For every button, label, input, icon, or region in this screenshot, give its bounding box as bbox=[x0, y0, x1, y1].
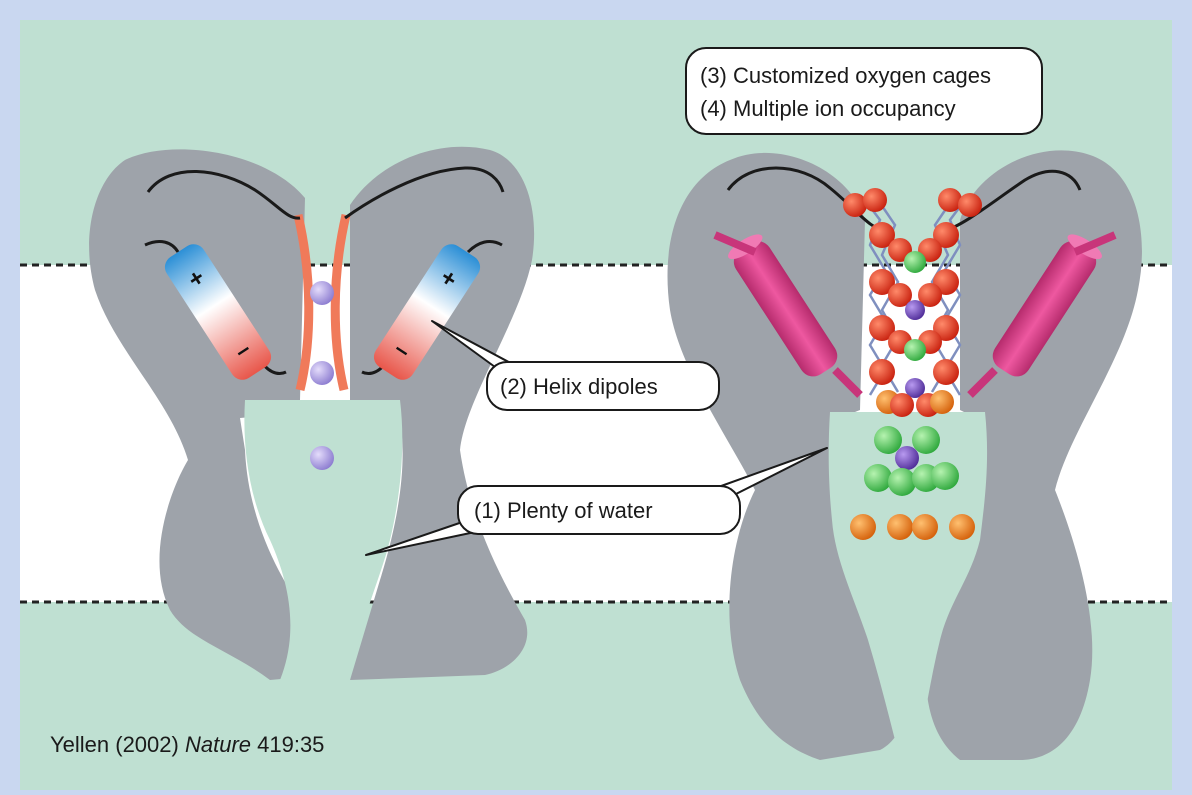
potassium-ion bbox=[905, 300, 925, 320]
water-oxygen-atom bbox=[904, 251, 926, 273]
citation-volume-page: 419:35 bbox=[251, 732, 324, 757]
carbonyl-oxygen-atom bbox=[850, 514, 876, 540]
callout-oxygen-cages: (3) Customized oxygen cages (4) Multiple… bbox=[686, 48, 1042, 134]
potassium-channel-diagram: + – + – bbox=[20, 20, 1172, 790]
oxygen-atom bbox=[890, 393, 914, 417]
callout-label: (1) Plenty of water bbox=[474, 498, 653, 523]
water-oxygen-atom bbox=[888, 468, 916, 496]
carbonyl-oxygen-atom bbox=[930, 390, 954, 414]
potassium-ion bbox=[310, 361, 334, 385]
oxygen-atom bbox=[933, 359, 959, 385]
citation-journal: Nature bbox=[185, 732, 251, 757]
carbonyl-oxygen-atom bbox=[912, 514, 938, 540]
water-oxygen-atom bbox=[912, 426, 940, 454]
oxygen-atom bbox=[863, 188, 887, 212]
water-oxygen-atom bbox=[874, 426, 902, 454]
figure-citation: Yellen (2002) Nature 419:35 bbox=[50, 732, 324, 758]
carbonyl-oxygen-atom bbox=[887, 514, 913, 540]
water-oxygen-atom bbox=[931, 462, 959, 490]
callout-label: (2) Helix dipoles bbox=[500, 374, 658, 399]
oxygen-atom bbox=[938, 188, 962, 212]
potassium-ion bbox=[895, 446, 919, 470]
oxygen-atom bbox=[843, 193, 867, 217]
oxygen-atom bbox=[958, 193, 982, 217]
citation-author-year: Yellen (2002) bbox=[50, 732, 185, 757]
water-oxygen-atom bbox=[864, 464, 892, 492]
potassium-ion bbox=[310, 446, 334, 470]
callout-label-oxygen-cages: (3) Customized oxygen cages bbox=[700, 63, 991, 88]
callout-box bbox=[686, 48, 1042, 134]
carbonyl-oxygen-atom bbox=[949, 514, 975, 540]
oxygen-atom bbox=[869, 359, 895, 385]
potassium-ion bbox=[310, 281, 334, 305]
water-oxygen-atom bbox=[904, 339, 926, 361]
callout-label-ion-occupancy: (4) Multiple ion occupancy bbox=[700, 96, 956, 121]
figure-frame: + – + – bbox=[20, 20, 1172, 790]
